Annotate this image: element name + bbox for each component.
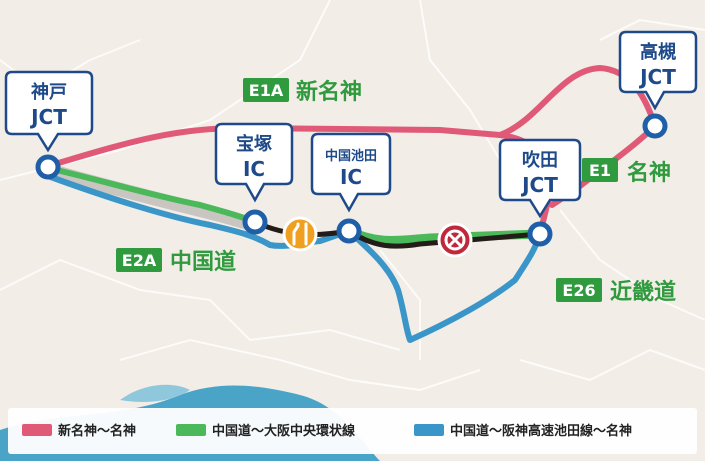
chugoku-ikeda-ic-name: 中国池田 xyxy=(325,148,377,164)
kobe-jct-name: 神戸 xyxy=(31,81,67,103)
legend-swatch-hanshin-ikeda xyxy=(414,424,444,436)
route-label-e1a: E1A 新名神 xyxy=(243,78,362,105)
island xyxy=(120,384,190,402)
route-code-e1a: E1A xyxy=(249,81,284,100)
legend-swatch-shinmeishin xyxy=(22,424,52,436)
suita-jct-type: JCT xyxy=(520,173,558,197)
takatsuki-jct-type: JCT xyxy=(638,65,676,89)
route-shinmeishin-north xyxy=(497,64,658,138)
route-hanshin-ikeda xyxy=(45,173,543,343)
kobe-jct-node[interactable] xyxy=(35,154,61,180)
legend-label-shinmeishin: 新名神〜名神 xyxy=(58,423,136,439)
chugoku-ikeda-ic-callout[interactable]: 中国池田 IC xyxy=(310,132,392,213)
takatsuki-jct-name: 高槻 xyxy=(640,41,676,63)
legend-swatch-chugoku xyxy=(176,424,206,436)
route-label-e2a: E2A 中国道 xyxy=(116,248,236,275)
route-name-e1: 名神 xyxy=(627,160,671,186)
suita-jct-node[interactable] xyxy=(527,221,553,247)
legend-item-shinmeishin: 新名神〜名神 xyxy=(22,423,136,439)
kobe-jct-callout[interactable]: 神戸 JCT xyxy=(4,70,94,153)
chugoku-ikeda-ic-node[interactable] xyxy=(336,218,362,244)
route-code-e26: E26 xyxy=(562,281,595,300)
junction-nodes xyxy=(35,113,668,247)
lane-merge-icon xyxy=(282,216,318,252)
takarazuka-ic-callout[interactable]: 宝塚 IC xyxy=(214,122,294,203)
legend: 新名神〜名神 中国道〜大阪中央環状線 中国道〜阪神高速池田線〜名神 xyxy=(8,408,697,454)
takarazuka-ic-node[interactable] xyxy=(242,209,268,235)
route-label-e26: E26 近畿道 xyxy=(556,278,676,305)
route-name-e1a: 新名神 xyxy=(296,79,362,105)
road-closed-icon xyxy=(437,222,473,258)
takarazuka-ic-type: IC xyxy=(243,157,265,181)
legend-item-hanshin-ikeda: 中国道〜阪神高速池田線〜名神 xyxy=(414,423,632,439)
kobe-jct-type: JCT xyxy=(29,105,67,129)
suita-jct-callout[interactable]: 吹田 JCT xyxy=(498,138,582,219)
takatsuki-jct-callout[interactable]: 高槻 JCT xyxy=(618,30,698,111)
legend-label-chugoku: 中国道〜大阪中央環状線 xyxy=(212,423,356,439)
route-name-e26: 近畿道 xyxy=(610,279,676,305)
chugoku-ikeda-ic-type: IC xyxy=(340,165,362,189)
route-name-e2a: 中国道 xyxy=(170,249,236,275)
suita-jct-name: 吹田 xyxy=(522,149,558,171)
route-code-e1: E1 xyxy=(589,161,611,180)
route-code-e2a: E2A xyxy=(122,251,157,270)
route-label-e1: E1 名神 xyxy=(582,158,671,186)
legend-item-chugoku: 中国道〜大阪中央環状線 xyxy=(176,423,356,439)
takarazuka-ic-name: 宝塚 xyxy=(236,133,272,155)
legend-label-hanshin-ikeda: 中国道〜阪神高速池田線〜名神 xyxy=(450,423,632,439)
route-chugoku xyxy=(45,165,258,225)
takatsuki-jct-node[interactable] xyxy=(642,113,668,139)
